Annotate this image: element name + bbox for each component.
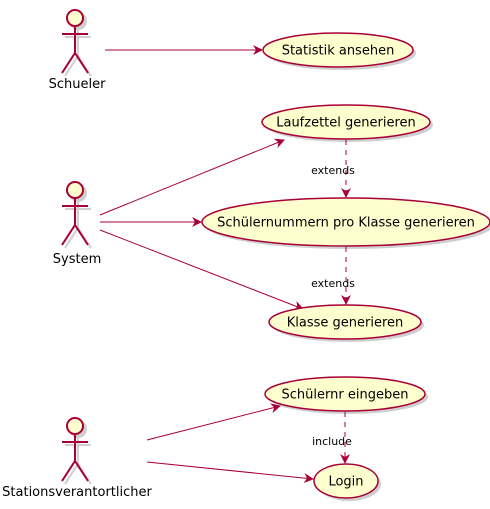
usecase-ellipse (313, 463, 379, 499)
relation-stationsverantwortlicher-schuelernr (146, 403, 281, 441)
relation-label-schuelernummern-klasse: extends (311, 277, 355, 290)
usecase-ellipse (262, 32, 414, 68)
actor-label: Schueler (49, 77, 106, 92)
actor-stationsverantwortlicher[interactable]: Stationsverantortlicher (2, 417, 152, 500)
usecase-klasse[interactable]: Klasse generieren (268, 304, 422, 340)
relation-system-laufzettel (99, 138, 285, 216)
usecase-label: Klasse generieren (287, 316, 404, 331)
relation-label-laufzettel-schuelernummern: extends (311, 164, 355, 177)
usecase-statistik[interactable]: Statistik ansehen (262, 32, 414, 68)
usecase-login[interactable]: Login (313, 463, 379, 499)
relation-system-klasse (99, 229, 304, 311)
relation-stationsverantwortlicher-login (146, 461, 314, 484)
usecase-label: Statistik ansehen (282, 44, 395, 59)
actor-icon (61, 181, 89, 246)
shadow-layer (64, 12, 490, 501)
usecase-schuelernummern[interactable]: Schülernummern pro Klasse generieren (201, 197, 490, 247)
usecase-label: Schülernr eingeben (282, 388, 409, 403)
usecase-label: Laufzettel generieren (276, 116, 416, 131)
usecase-ellipse (268, 304, 422, 340)
usecase-ellipse (264, 376, 426, 412)
actor-icon (61, 9, 89, 74)
actor-icon (61, 417, 89, 482)
usecase-ellipse (261, 104, 431, 140)
usecase-schuelernr[interactable]: Schülernr eingeben (264, 376, 426, 412)
usecase-ellipse (201, 197, 490, 247)
usecase-laufzettel[interactable]: Laufzettel generieren (261, 104, 431, 140)
relations-layer: extends extends include (99, 45, 355, 484)
actor-label: System (53, 252, 101, 267)
usecase-label: Login (328, 475, 363, 490)
usecase-label: Schülernummern pro Klasse generieren (217, 216, 475, 231)
actor-system[interactable]: System (53, 181, 101, 267)
relation-label-schuelernr-login: include (312, 435, 352, 448)
actor-label: Stationsverantortlicher (2, 485, 152, 500)
actor-schueler[interactable]: Schueler (49, 9, 106, 92)
